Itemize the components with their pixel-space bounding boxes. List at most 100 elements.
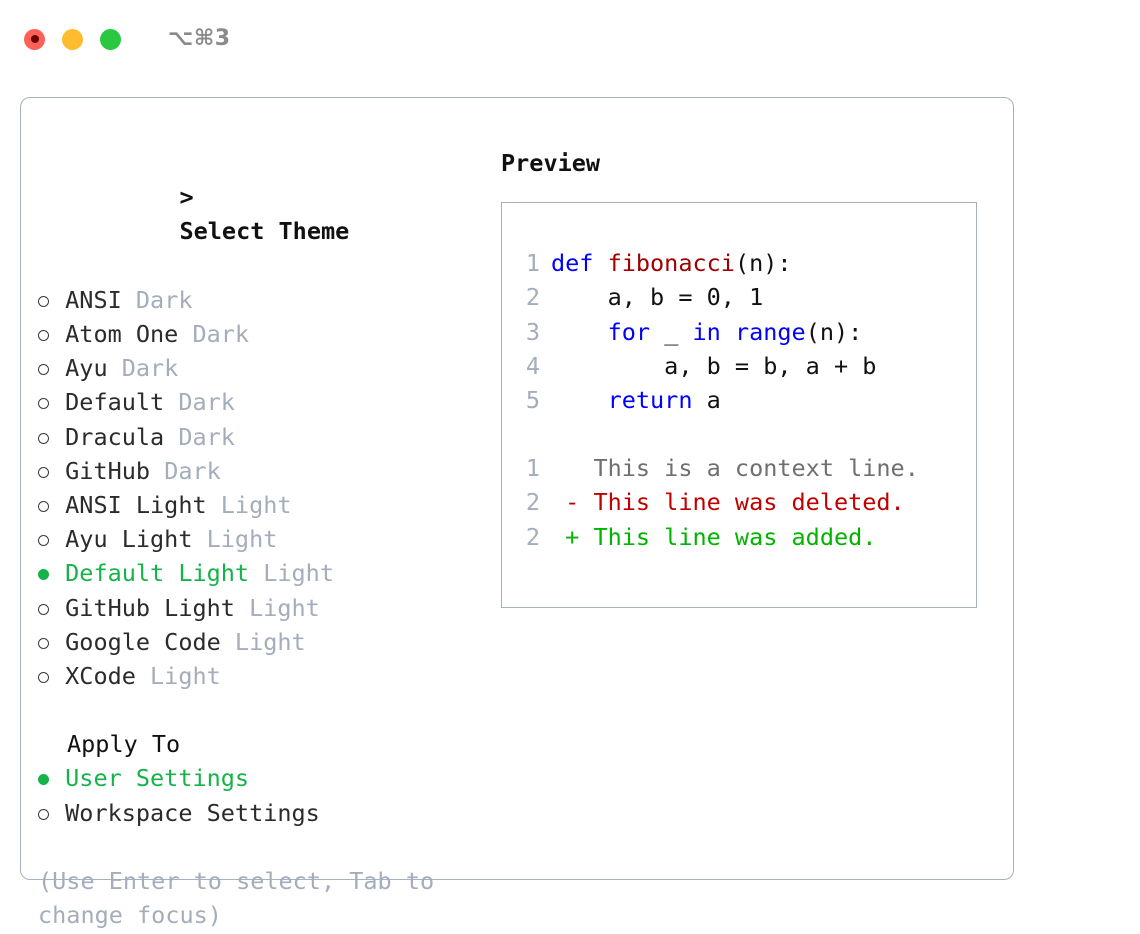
- radio-unselected-icon: [38, 454, 51, 488]
- apply-to-option-user-settings[interactable]: User Settings: [38, 761, 498, 795]
- minimize-window-button[interactable]: [62, 28, 83, 50]
- card-columns: > Select Theme ANSI Dark Atom One Dark A…: [21, 98, 1013, 929]
- radio-unselected-icon: [38, 351, 51, 385]
- theme-option-ansi-light[interactable]: ANSI Light Light: [38, 488, 498, 522]
- apply-to-option-workspace-settings[interactable]: Workspace Settings: [38, 796, 498, 830]
- theme-option-default[interactable]: Default Dark: [38, 385, 498, 419]
- apply-to-option-label: Workspace Settings: [51, 798, 320, 827]
- code-sample: 1 def fibonacci (n): 2 a, b = 0, 1 3 for _ i…: [512, 246, 919, 554]
- title-bar: ⌥⌘3: [0, 0, 1140, 78]
- code-token-txt: (n):: [805, 317, 863, 346]
- diff-line-ctx: 1 This is a context line.: [512, 451, 919, 485]
- radio-dot-icon: [38, 569, 49, 581]
- code-line: 5 return a: [512, 383, 919, 417]
- theme-panel: > Select Theme ANSI Dark Atom One Dark A…: [38, 146, 498, 932]
- code-line: 3 for _ in range(n):: [512, 315, 919, 349]
- code-token-kw: def: [551, 249, 608, 278]
- diff-line-add: 2 + This line was added.: [512, 520, 919, 554]
- code-line-number: 2: [525, 283, 540, 312]
- theme-option-label: GitHub Light: [51, 593, 235, 622]
- select-theme-header: > Select Theme: [38, 146, 498, 283]
- radio-dot-icon: [38, 330, 49, 342]
- theme-option-ansi[interactable]: ANSI Dark: [38, 283, 498, 317]
- theme-variant-badge: Dark: [164, 422, 235, 451]
- radio-unselected-icon: [38, 385, 51, 419]
- theme-variant-badge: Light: [135, 662, 221, 691]
- traffic-light-group: [24, 28, 121, 50]
- theme-variant-badge: Light: [234, 593, 320, 622]
- theme-variant-badge: Light: [220, 627, 306, 656]
- theme-option-label: Default: [51, 388, 165, 417]
- code-token-num: 0: [706, 283, 721, 312]
- diff-line-number: 2: [525, 522, 540, 551]
- radio-dot-icon: [38, 364, 49, 376]
- theme-option-ayu-light[interactable]: Ayu Light Light: [38, 522, 498, 556]
- main-card: > Select Theme ANSI Dark Atom One Dark A…: [20, 97, 1014, 929]
- theme-option-dracula[interactable]: Dracula Dark: [38, 420, 498, 454]
- theme-option-label: Ayu Light: [51, 525, 193, 554]
- theme-option-label: Default Light: [51, 559, 250, 588]
- radio-selected-icon: [38, 761, 51, 795]
- theme-option-label: GitHub: [51, 456, 151, 485]
- radio-dot-icon: [38, 295, 49, 307]
- close-window-button[interactable]: [24, 28, 45, 50]
- select-theme-title: Select Theme: [179, 217, 350, 246]
- theme-option-github[interactable]: GitHub Dark: [38, 454, 498, 488]
- radio-dot-icon: [38, 774, 49, 786]
- radio-selected-icon: [38, 556, 51, 590]
- theme-option-default-light[interactable]: Default Light Light: [38, 556, 498, 590]
- radio-dot-icon: [38, 466, 49, 478]
- radio-unselected-icon: [38, 488, 51, 522]
- theme-option-xcode[interactable]: XCode Light: [38, 659, 498, 693]
- theme-variant-badge: Dark: [107, 354, 179, 383]
- preview-header: Preview: [501, 149, 601, 177]
- code-token-kw: for: [607, 317, 651, 346]
- maximize-window-button[interactable]: [100, 28, 121, 50]
- theme-option-label: Ayu: [51, 354, 108, 383]
- code-token-num: 1: [749, 283, 764, 312]
- theme-option-label: Google Code: [51, 627, 221, 656]
- keyboard-hint-text: (Use Enter to select, Tab to change focu…: [38, 866, 435, 930]
- diff-line-text: This is a context line.: [551, 454, 919, 483]
- radio-dot-icon: [38, 535, 49, 547]
- theme-option-atom-one[interactable]: Atom One Dark: [38, 317, 498, 351]
- theme-option-github-light[interactable]: GitHub Light Light: [38, 591, 498, 625]
- code-token-txt: [551, 386, 608, 414]
- theme-variant-badge: Dark: [150, 456, 221, 485]
- theme-variant-badge: Light: [249, 559, 334, 588]
- code-token-fn: fibonacci: [607, 249, 735, 278]
- diff-line-number: 2: [525, 488, 540, 517]
- theme-variant-badge: Light: [206, 491, 292, 520]
- prompt-caret-icon: >: [179, 183, 194, 212]
- code-line-number: 4: [525, 351, 540, 380]
- radio-dot-icon: [38, 432, 49, 444]
- code-line: 4 a, b = b, a + b: [512, 349, 919, 383]
- radio-unselected-icon: [38, 625, 51, 659]
- radio-dot-icon: [38, 672, 49, 684]
- radio-dot-icon: [38, 808, 49, 820]
- code-token-txt: [721, 318, 735, 346]
- diff-line-text: + This line was added.: [551, 522, 877, 551]
- radio-dot-icon: [38, 501, 49, 513]
- apply-to-option-label: User Settings: [51, 764, 250, 793]
- code-token-txt: a, b =: [551, 283, 707, 312]
- theme-variant-badge: Dark: [178, 320, 250, 349]
- keyboard-shortcut-label: ⌥⌘3: [168, 26, 231, 51]
- theme-variant-badge: Dark: [121, 285, 193, 314]
- code-line-number: 1: [525, 249, 540, 278]
- radio-unselected-icon: [38, 522, 51, 556]
- theme-option-ayu[interactable]: Ayu Dark: [38, 351, 498, 385]
- radio-dot-icon: [38, 637, 49, 649]
- theme-option-label: ANSI Light: [51, 491, 207, 520]
- code-token-kw: range: [734, 317, 806, 346]
- code-token-txt: a, b = b, a + b: [551, 351, 877, 380]
- theme-option-label: XCode: [51, 662, 136, 691]
- theme-option-google-code[interactable]: Google Code Light: [38, 625, 498, 659]
- apply-to-header: Apply To: [67, 730, 181, 759]
- code-token-txt: ,: [720, 283, 750, 312]
- theme-variant-badge: Light: [192, 525, 278, 554]
- code-token-txt: _: [650, 317, 693, 346]
- theme-option-label: Atom One: [51, 320, 179, 349]
